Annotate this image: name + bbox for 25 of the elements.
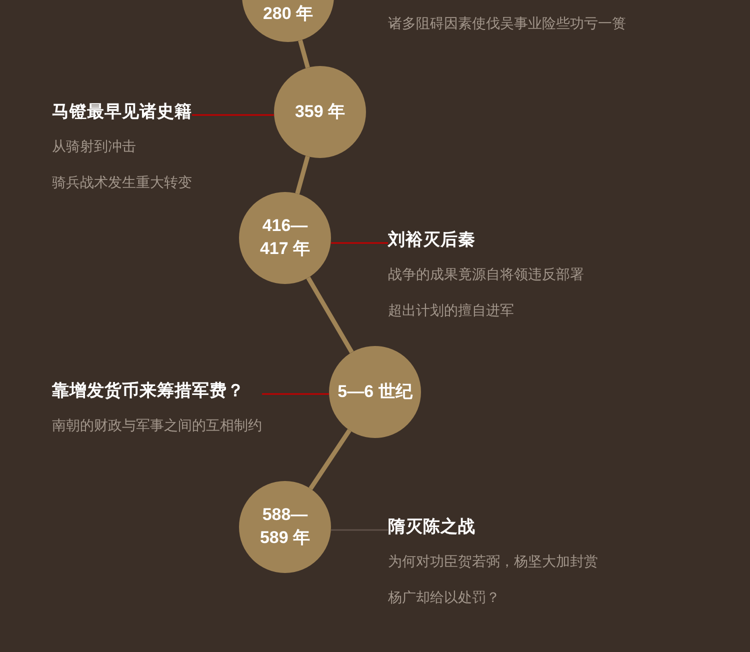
event-description: 杨广却给以处罚？ bbox=[388, 589, 501, 608]
year-label: 5—6 世纪 bbox=[336, 380, 414, 403]
year-label: 359 年 bbox=[294, 100, 346, 123]
event-description: 超出计划的擅自进军 bbox=[388, 302, 515, 321]
event-title: 靠增发货币来筹措军费？ bbox=[52, 380, 246, 402]
year-label: 588— 589 年 bbox=[258, 504, 312, 549]
connector-line bbox=[192, 114, 274, 116]
connector-line bbox=[331, 529, 388, 531]
event-title: 马镫最早见诸史籍 bbox=[52, 101, 192, 123]
event-title: 刘裕灭后秦 bbox=[388, 229, 476, 251]
connector-line bbox=[308, 429, 352, 490]
connector-line bbox=[306, 276, 354, 354]
connector-line bbox=[298, 40, 310, 68]
event-description: 为何对功臣贺若弼，杨坚大加封赏 bbox=[388, 553, 598, 572]
connector-line bbox=[331, 242, 388, 244]
event-title: 隋灭陈之战 bbox=[388, 516, 476, 538]
year-label: 416— 417 年 bbox=[258, 215, 312, 260]
event-description: 骑兵战术发生重大转变 bbox=[52, 174, 192, 193]
event-description: 从骑射到冲击 bbox=[52, 138, 137, 157]
event-description: 诸多阻碍因素使伐吴事业险些功亏一篑 bbox=[388, 15, 626, 34]
connector-line bbox=[295, 156, 310, 194]
event-description: 战争的成果竟源自将领违反部署 bbox=[388, 266, 584, 285]
connector-line bbox=[262, 393, 329, 395]
year-label: 280 年 bbox=[262, 2, 314, 25]
event-description: 南朝的财政与军事之间的互相制约 bbox=[52, 417, 262, 436]
